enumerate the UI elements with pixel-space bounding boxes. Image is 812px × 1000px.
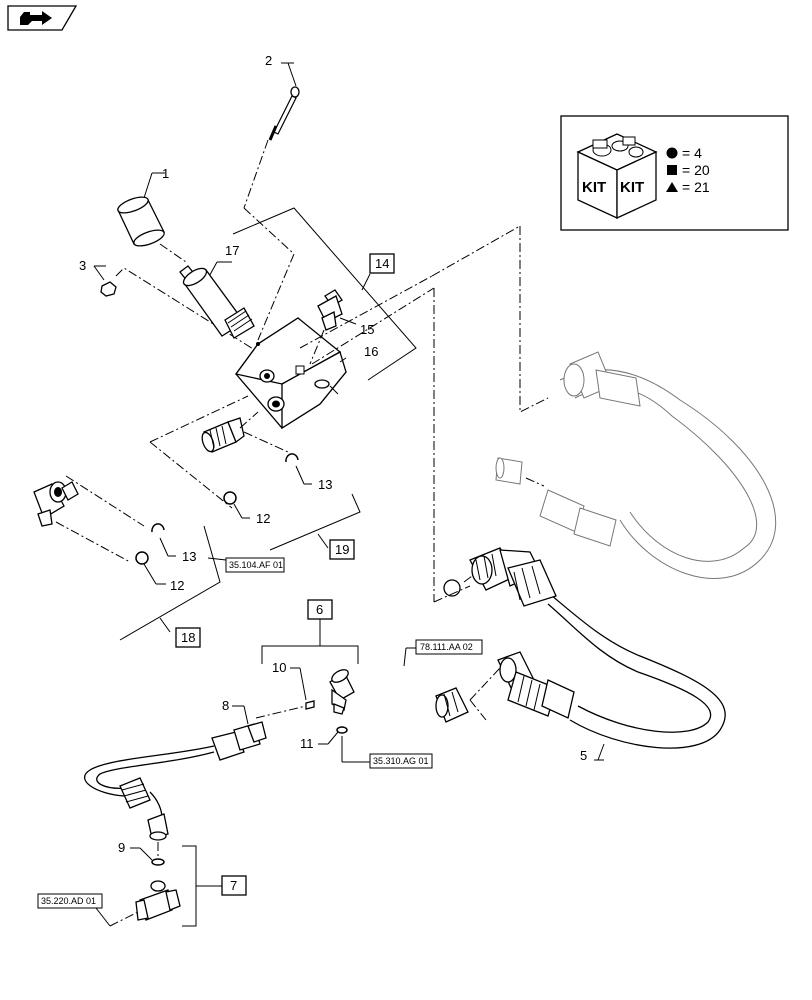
callout-3: 3 — [79, 258, 86, 273]
reference-35-310-ag-01[interactable]: 35.310.AG 01 — [341, 736, 433, 769]
box-label-6: 6 — [316, 602, 323, 617]
part-nut — [93, 265, 117, 297]
part-cap — [117, 172, 165, 247]
part-washer-10 — [305, 700, 315, 710]
part-oring-ghost — [443, 579, 461, 597]
callout-12-upper: 12 — [256, 511, 270, 526]
part-oring-11 — [336, 726, 348, 734]
callout-2: 2 — [265, 53, 272, 68]
part-fitting-15 — [317, 289, 357, 331]
kit-box-icon — [576, 133, 658, 220]
back-button[interactable] — [7, 5, 78, 31]
reference-label: 35.220.AD 01 — [41, 896, 96, 906]
back-arrow-icon — [20, 11, 52, 25]
callout-11: 11 — [300, 736, 314, 751]
callout-17: 17 — [225, 243, 239, 258]
kit-label-left: KIT — [582, 179, 606, 196]
part-hose-8 — [83, 721, 267, 841]
callout-13-lower: 13 — [182, 549, 196, 564]
bracket-7: 7 — [182, 845, 247, 927]
part-bolt — [268, 62, 300, 141]
part-hose-5 — [469, 547, 726, 749]
legend-triangle-text: = 21 — [682, 179, 710, 195]
callout-15: 15 — [360, 322, 374, 337]
reference-78-111-aa-02[interactable]: 78.111.AA 02 — [403, 639, 483, 667]
bracket-14: 14 — [232, 207, 417, 381]
square-symbol-icon — [667, 165, 677, 175]
kit-label-right: KIT — [620, 179, 644, 196]
callout-12-lower: 12 — [170, 578, 184, 593]
part-solenoid — [179, 261, 255, 339]
callout-5: 5 — [580, 748, 587, 763]
part-tee — [135, 880, 181, 921]
part-oring-12-upper — [223, 491, 237, 505]
circle-symbol-icon — [666, 147, 678, 159]
kit-legend: KIT KIT = 4 = 20 = 21 — [560, 115, 789, 231]
bracket-6: 6 — [261, 599, 359, 664]
callout-9: 9 — [118, 840, 125, 855]
part-oring-12-lower — [135, 551, 149, 565]
reference-label: 78.111.AA 02 — [420, 642, 473, 652]
callout-1: 1 — [162, 166, 169, 181]
bracket-19: 19 — [269, 493, 361, 560]
box-label-19: 19 — [335, 542, 349, 557]
callout-13-upper: 13 — [318, 477, 332, 492]
part-valve-block — [234, 317, 347, 430]
bracket-18: 18 — [119, 525, 221, 648]
part-oring-13-upper — [285, 453, 299, 463]
triangle-symbol-icon — [666, 182, 678, 192]
reference-35-220-ad-01[interactable]: 35.220.AD 01 — [37, 893, 111, 927]
part-fitting-upper — [201, 417, 245, 453]
part-oring-13-lower — [151, 523, 165, 533]
reference-label: 35.104.AF 01 — [229, 560, 283, 570]
part-elbow-left — [33, 481, 79, 527]
box-label-14: 14 — [375, 256, 389, 271]
legend-square-text: = 20 — [682, 162, 710, 178]
reference-35-104-af-01[interactable]: 35.104.AF 01 — [207, 557, 285, 573]
part-elbow-6 — [329, 669, 355, 715]
legend-circle-text: = 4 — [682, 145, 702, 161]
reference-label: 35.310.AG 01 — [373, 756, 429, 766]
box-label-18: 18 — [181, 630, 195, 645]
callout-8: 8 — [222, 698, 229, 713]
box-label-7: 7 — [230, 878, 237, 893]
callout-16: 16 — [364, 344, 378, 359]
part-washer-9 — [151, 858, 165, 866]
callout-10: 10 — [272, 660, 286, 675]
ghost-hose — [495, 351, 777, 579]
part-adapter — [435, 687, 469, 723]
